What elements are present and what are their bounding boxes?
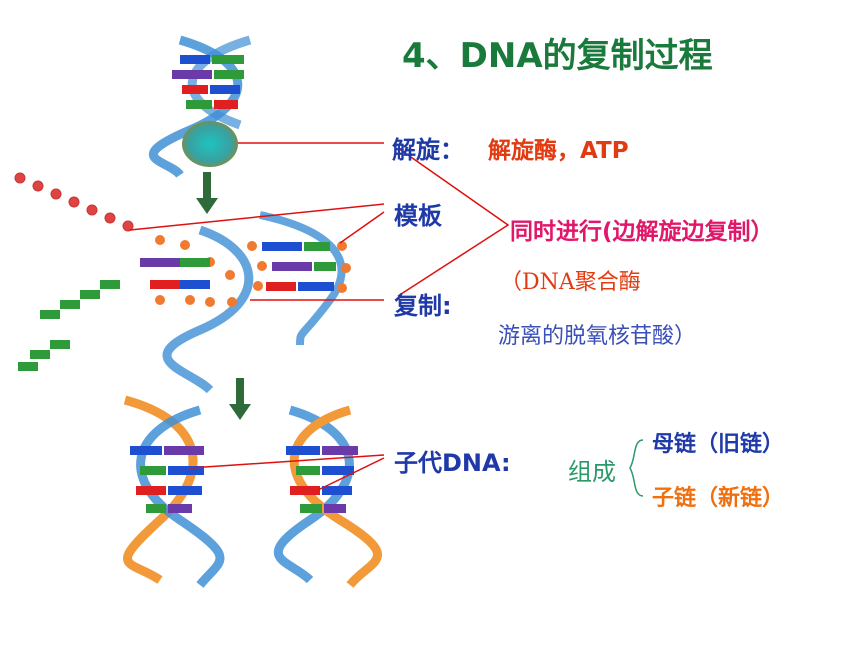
- pointer-lines: [129, 142, 510, 491]
- daughter-dna-left-icon: [123, 395, 225, 588]
- down-arrow-icon: [196, 172, 218, 214]
- page-title: 4、DNA的复制过程: [402, 36, 713, 76]
- unwind-label: 解旋：: [392, 136, 464, 164]
- template-label: 模板: [394, 202, 442, 230]
- daughter-strand-label: 子链（新链）: [652, 486, 785, 511]
- helicase-enzyme-icon: [182, 121, 238, 167]
- replication-fork-icon: [14, 172, 351, 394]
- replicate-label: 复制:: [394, 292, 452, 320]
- simultaneous-label: 同时进行(边解旋边复制）: [510, 219, 774, 245]
- brace-icon: [629, 439, 644, 497]
- enzyme-line2: 游离的脱氧核苷酸）: [498, 324, 697, 349]
- enzyme-line1: （DNA聚合酶: [500, 270, 641, 295]
- down-arrow-icon: [229, 378, 251, 420]
- compose-label: 组成: [568, 458, 616, 486]
- parent-strand-label: 母链（旧链）: [652, 432, 785, 457]
- daughter-dna-label: 子代DNA:: [394, 449, 511, 477]
- unwind-detail: 解旋酶，ATP: [488, 138, 629, 164]
- daughter-dna-right-icon: [273, 405, 382, 588]
